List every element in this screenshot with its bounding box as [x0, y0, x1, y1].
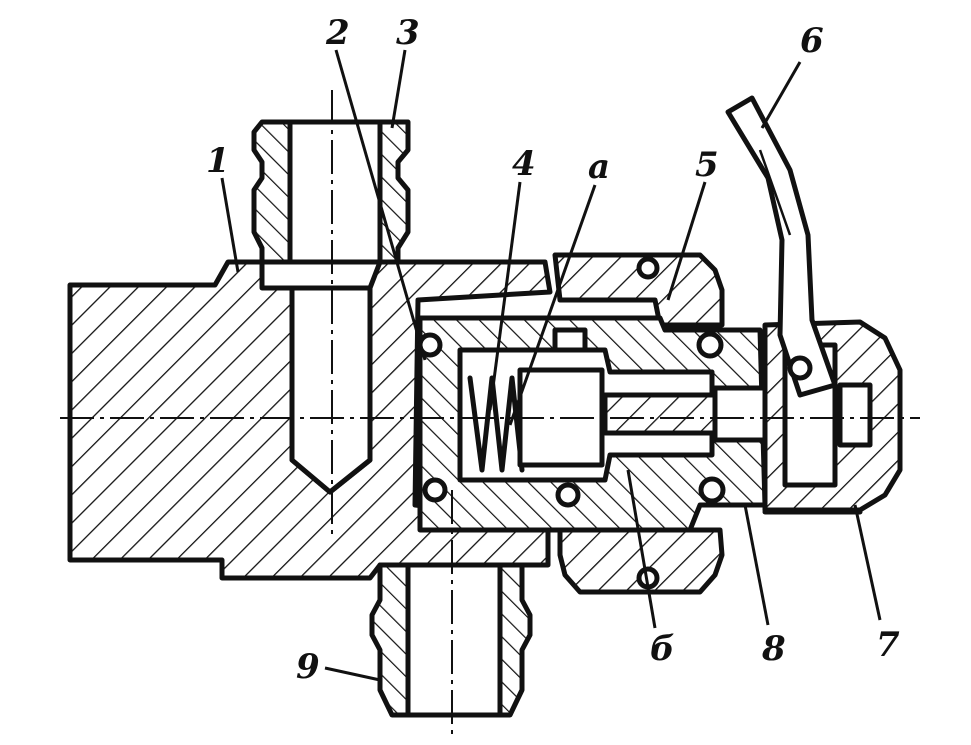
- label-4: 4: [512, 144, 536, 184]
- valve-housing: [417, 315, 788, 533]
- lever: [725, 95, 838, 398]
- label-a: a: [588, 147, 610, 187]
- label-1: 1: [206, 141, 230, 181]
- valve-rod: [602, 392, 718, 436]
- label-7: 7: [876, 625, 900, 665]
- label-3: 3: [396, 13, 420, 53]
- label-5: 5: [695, 145, 719, 185]
- label-8: 8: [761, 629, 786, 669]
- label-2: 2: [325, 13, 350, 53]
- label-9: 9: [296, 647, 320, 687]
- union-nut: [552, 252, 725, 595]
- leader-lines: [220, 49, 882, 682]
- label-b: б: [650, 629, 675, 669]
- spring: [467, 375, 525, 473]
- label-6: 6: [800, 21, 824, 61]
